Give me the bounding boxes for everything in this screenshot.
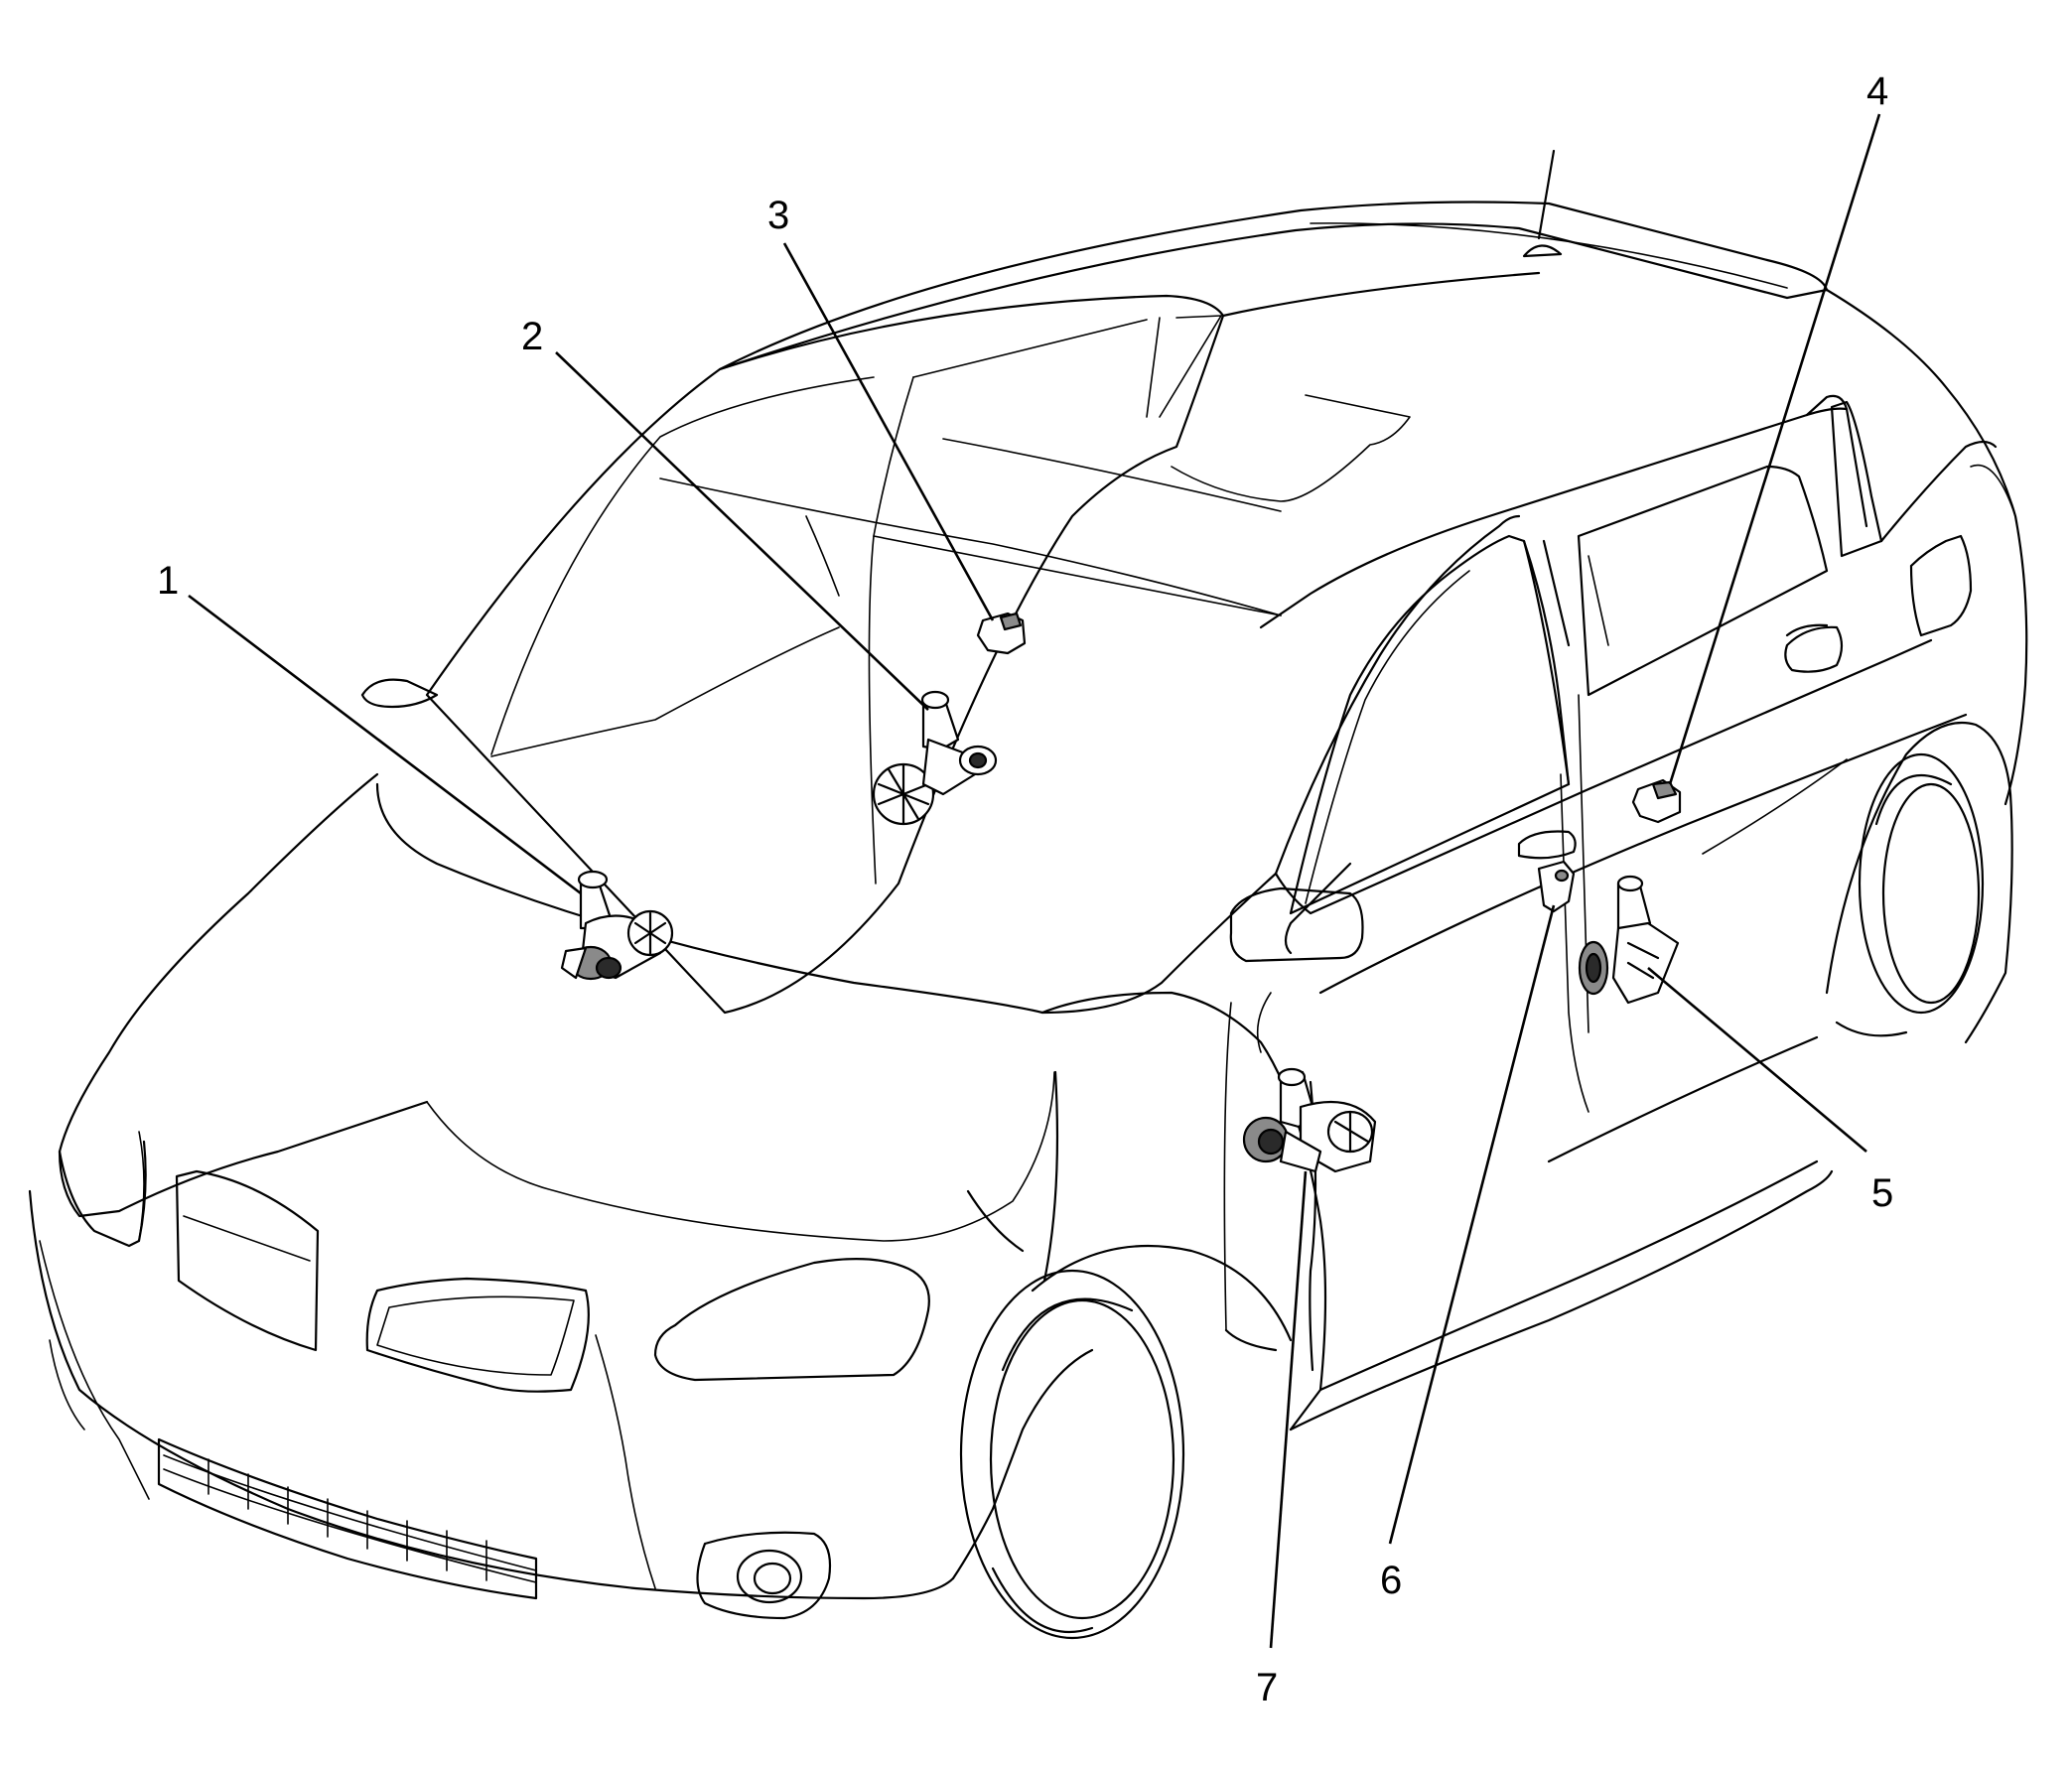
grille	[175, 1169, 320, 1352]
vehicle-outline	[28, 149, 2028, 1640]
leader-lines	[188, 113, 1881, 1649]
roof	[718, 201, 1829, 371]
rear-wheel	[1858, 752, 1985, 1015]
fog-lamp	[696, 1531, 832, 1620]
rear-door-window	[1577, 465, 1829, 697]
component-1-window-motor	[560, 870, 674, 981]
fuel-door	[1784, 625, 1844, 673]
leader-line-4	[1668, 113, 1881, 785]
callout-labels: 1 2 3 4 5 6 7	[157, 69, 1893, 1709]
right-mirror	[1229, 886, 1364, 963]
callout-7: 7	[1256, 1666, 1278, 1709]
component-4-module	[1631, 778, 1682, 824]
component-5-window-motor	[1578, 875, 1680, 1005]
left-mirror	[360, 678, 439, 709]
tail-lamp	[1909, 534, 1973, 637]
callout-5: 5	[1871, 1171, 1893, 1215]
callout-4: 4	[1866, 69, 1888, 113]
hood	[58, 772, 429, 1218]
lower-grille	[157, 1437, 538, 1600]
leader-line-1	[188, 594, 582, 895]
antenna	[1522, 149, 1563, 258]
left-headlight	[58, 1140, 147, 1248]
right-headlight	[653, 1258, 930, 1382]
leader-line-5	[1647, 967, 1867, 1153]
component-6-module	[1537, 860, 1576, 913]
callout-6: 6	[1380, 1559, 1402, 1602]
windshield	[425, 294, 1225, 1015]
quarter-window	[1830, 400, 1883, 558]
front-fender	[1040, 991, 1327, 1431]
callout-1: 1	[157, 559, 179, 603]
front-wheel	[959, 1269, 1185, 1640]
leader-line-6	[1388, 904, 1556, 1545]
callout-2: 2	[521, 315, 543, 358]
component-2-window-motor	[872, 690, 998, 826]
leader-line-2	[555, 351, 929, 711]
callout-3: 3	[767, 194, 789, 237]
component-7-window-motor	[1242, 1067, 1377, 1173]
leader-line-7	[1269, 1170, 1308, 1649]
leader-line-3	[782, 242, 995, 621]
front-door-window	[1289, 534, 1571, 915]
component-3-module	[976, 612, 1027, 655]
